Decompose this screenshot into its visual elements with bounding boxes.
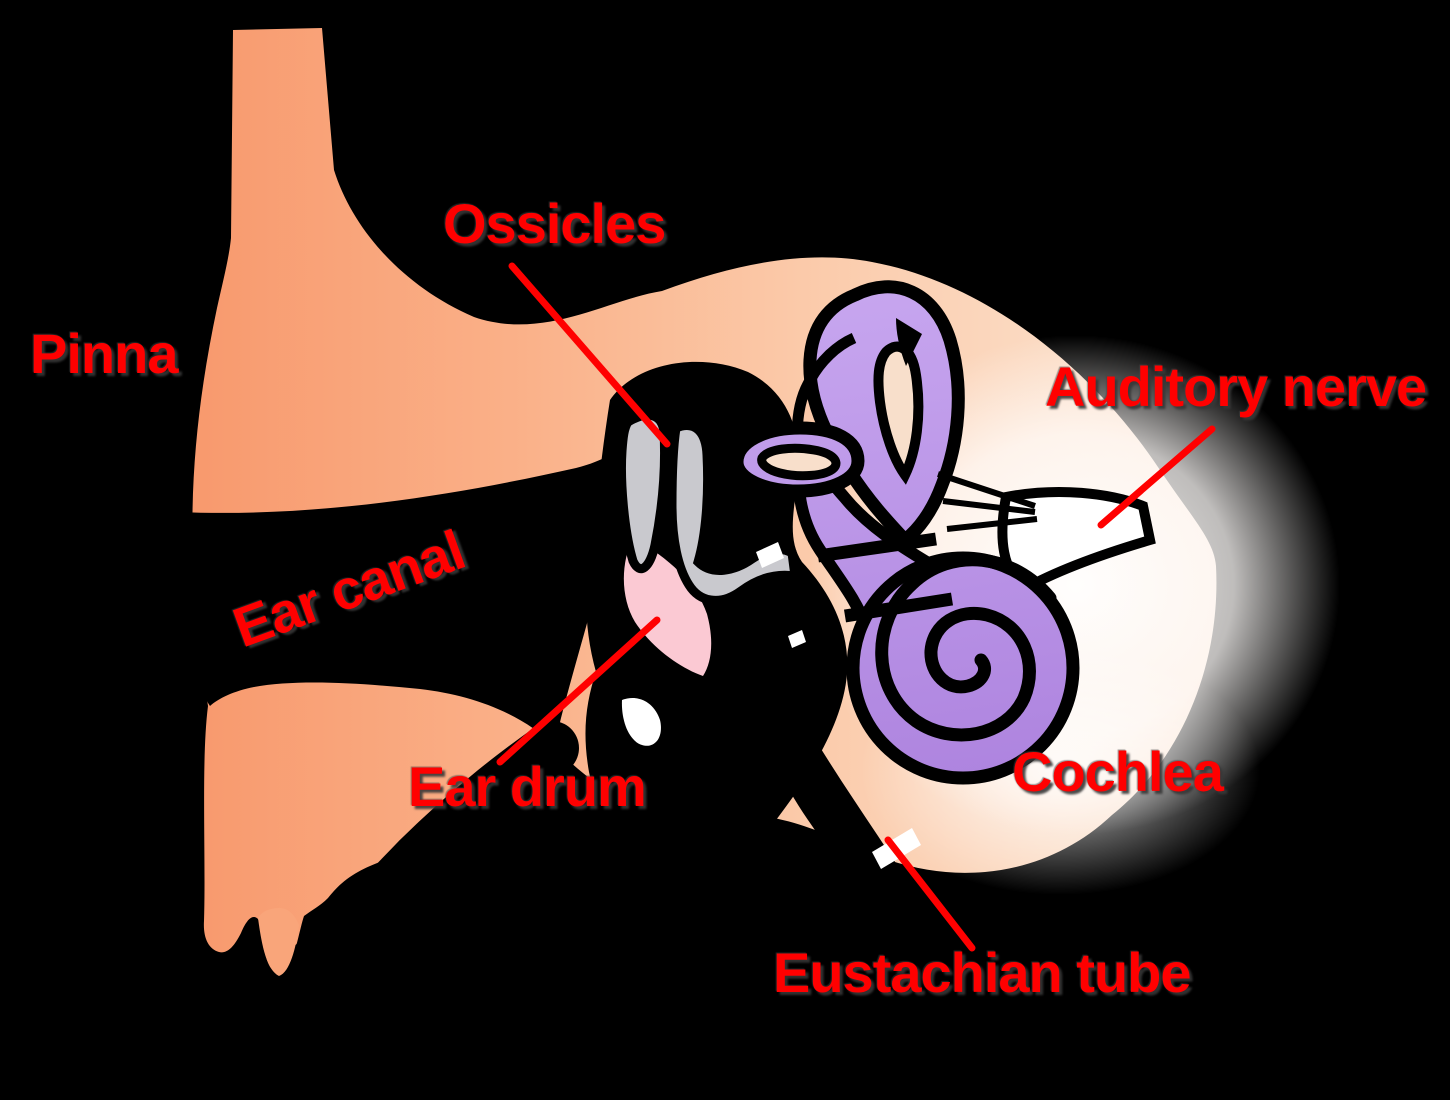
round-window-bar (843, 592, 954, 623)
oval-window-bar (817, 532, 937, 563)
label-ossicles: Ossicles (443, 192, 666, 255)
canal-top-wedge (896, 318, 922, 366)
nerve-fiber-lines (937, 471, 1038, 532)
ear-canal-shape (178, 439, 634, 747)
auditory-nerve-leader-line (1097, 425, 1216, 529)
ear-drum-shape (623, 538, 712, 676)
label-auditory-nerve: Auditory nerve (1045, 355, 1427, 418)
cochlea-spiral (875, 553, 1057, 742)
semicircular-canal-large-window (873, 341, 924, 485)
semicircular-canal-small-window (757, 443, 841, 481)
ossicle-highlight (756, 542, 784, 568)
ear-drum-leader-line (496, 616, 661, 766)
eustachian-tube-leader-line (884, 836, 976, 952)
label-ear-drum: Ear drum (408, 755, 647, 818)
label-eustachian-tube: Eustachian tube (773, 941, 1192, 1004)
drum-highlight (621, 698, 661, 746)
label-cochlea: Cochlea (1012, 740, 1224, 803)
label-pinna: Pinna (30, 322, 178, 385)
eustachian-tube-shape (762, 688, 992, 1086)
jaw-shadow-band (158, 721, 579, 1099)
leader-lines (496, 262, 1216, 952)
ossicles-leader-line (508, 262, 671, 448)
ossicles-malleus-shape (616, 410, 670, 574)
ear-lobe-notch (258, 908, 299, 976)
ossicle-highlight-small (788, 630, 806, 648)
